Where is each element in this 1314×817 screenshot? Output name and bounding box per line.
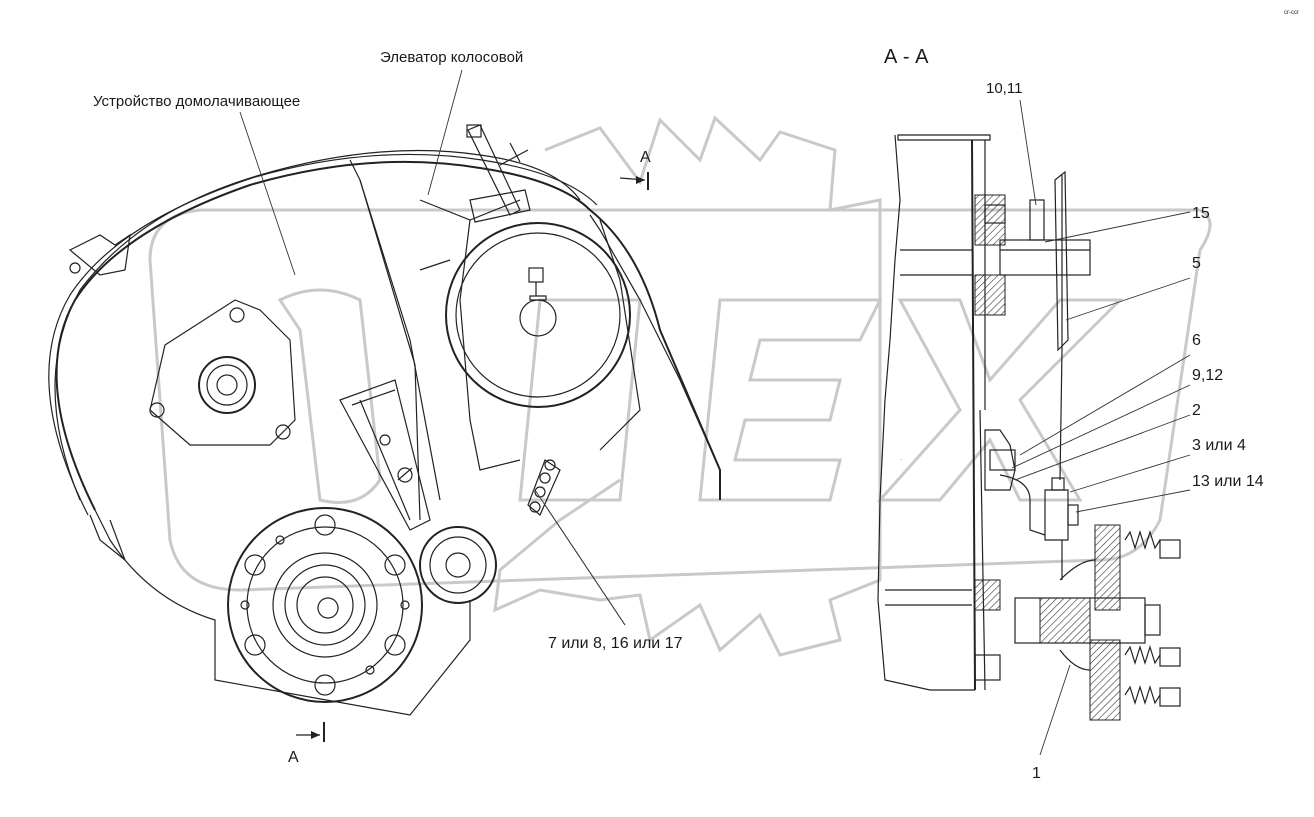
label-part-1: 1 [1032,765,1041,782]
label-part-9-12: 9,12 [1192,367,1223,384]
idler-roller [419,526,497,604]
watermark-logo [148,115,1212,657]
label-part-6: 6 [1192,332,1201,349]
corner-note: cr-ccr [1284,10,1299,16]
chain-links [527,459,561,516]
label-part-5: 5 [1192,255,1201,272]
lower-flange [227,507,423,703]
section-mark-top [619,172,649,190]
elevator-pulley [445,124,631,408]
label-part-2: 2 [1192,402,1201,419]
section-mark-bottom [296,722,325,742]
label-part-15: 15 [1192,205,1210,222]
section-mark-bottom-letter: А [288,749,299,766]
label-part-7-8-16-17: 7 или 8, 16 или 17 [548,635,683,652]
section-mark-top-letter: А [640,149,651,166]
flange-bolts [240,514,410,696]
section-title: А - А [884,46,929,68]
section-view [877,134,1181,721]
tension-arm [339,379,431,531]
watermark-text: OPEX [900,459,903,461]
springs [1124,529,1181,707]
label-elevator: Элеватор колосовой [380,49,523,66]
drive-belt [54,149,581,501]
left-view-housing [48,153,721,716]
leader-lines [239,69,1191,756]
label-part-10-11: 10,11 [986,80,1022,97]
label-part-3-4: 3 или 4 [1192,437,1246,454]
label-thresher: Устройство домолачивающее [93,93,300,110]
label-part-13-14: 13 или 14 [1192,473,1264,490]
